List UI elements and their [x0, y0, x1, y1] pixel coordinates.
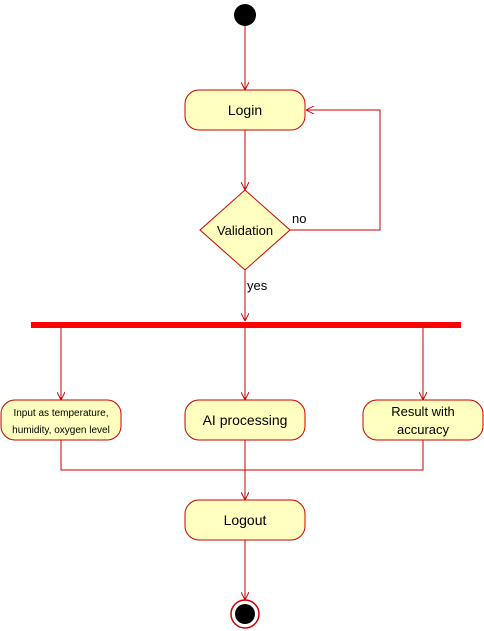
action-input: Input as temperature, humidity, oxygen l…: [0, 399, 122, 441]
login-label: Login: [228, 102, 262, 118]
action-logout: Logout: [184, 499, 306, 541]
edge-result-merge: [245, 440, 424, 471]
guard-no: no: [292, 211, 306, 226]
edge-input-merge: [60, 440, 245, 471]
input-label-line2: humidity, oxygen level: [12, 425, 110, 436]
fork-bar: [31, 322, 461, 328]
logout-label: Logout: [224, 512, 267, 528]
initial-node: [234, 4, 256, 26]
action-login: Login: [184, 89, 306, 131]
guard-yes: yes: [247, 278, 268, 293]
validation-label: Validation: [217, 223, 273, 238]
result-label-line2: accuracy: [397, 422, 450, 437]
input-label-line1: Input as temperature,: [13, 408, 108, 419]
edge-validation-no: [290, 110, 381, 231]
action-ai-processing: AI processing: [184, 399, 306, 441]
final-node: [230, 599, 260, 629]
ai-processing-label: AI processing: [203, 412, 288, 428]
result-label-line1: Result with: [391, 404, 455, 419]
decision-validation: Validation: [199, 189, 291, 271]
action-result: Result with accuracy: [362, 399, 484, 441]
